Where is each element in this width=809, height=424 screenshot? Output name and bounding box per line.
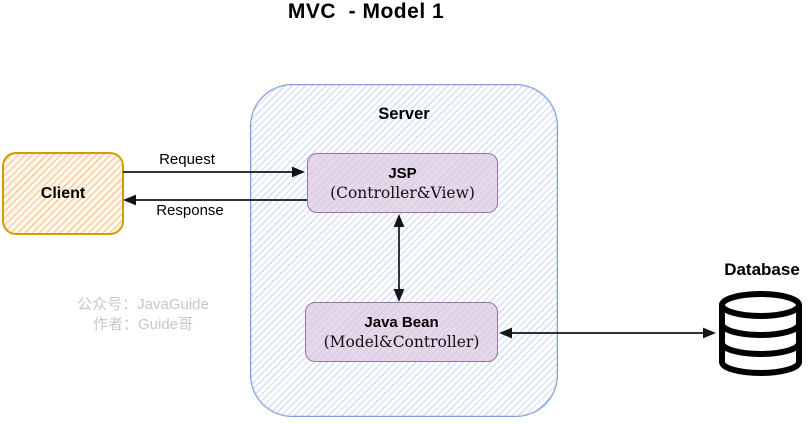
jsp-node: JSP (Controller&View) — [307, 153, 498, 213]
watermark-line2: 作者：Guide哥 — [92, 316, 194, 333]
client-label: Client — [40, 184, 86, 202]
response-arrow-label: Response — [156, 202, 224, 219]
jsp-subtitle: (Controller&View) — [330, 183, 475, 202]
database-label: Database — [724, 260, 800, 279]
java-bean-node: Java Bean (Model&Controller) — [305, 302, 498, 362]
server-label: Server — [378, 105, 430, 123]
server-node: Server — [250, 84, 558, 417]
java-bean-subtitle: (Model&Controller) — [323, 332, 480, 351]
database-icon — [719, 291, 802, 376]
java-bean-title: Java Bean — [364, 313, 439, 331]
client-node: Client — [2, 152, 124, 235]
watermark: 公众号：JavaGuide 作者：Guide哥 — [58, 295, 228, 335]
diagram-title: MVC - Model 1 — [287, 0, 445, 23]
request-arrow-label: Request — [159, 151, 215, 168]
watermark-line1: 公众号：JavaGuide — [77, 296, 209, 313]
jsp-title: JSP — [388, 164, 417, 182]
